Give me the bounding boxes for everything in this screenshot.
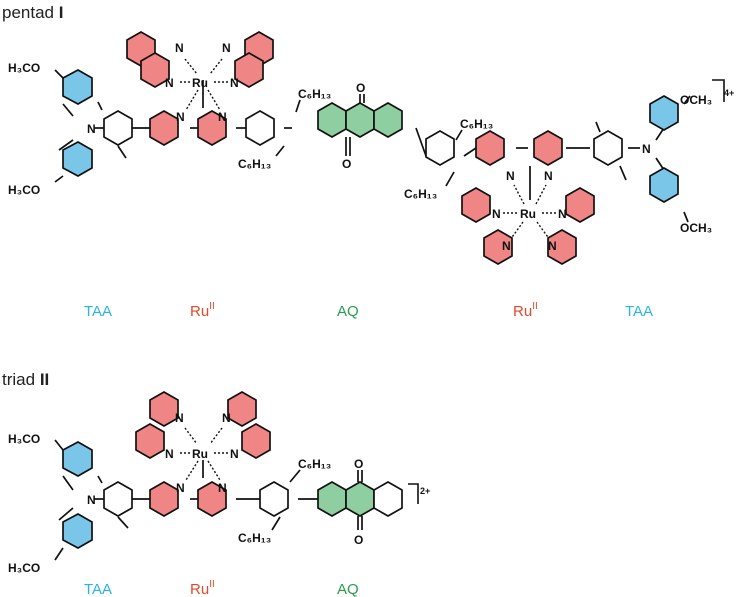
triad-coordination-bonds	[180, 427, 228, 481]
pentad-taa-right-nitrogen: N	[642, 142, 651, 156]
triad-ru-bpy-bottom-right	[197, 481, 227, 517]
pentad-aq-oxygen-top: O	[356, 81, 365, 95]
triad-aq-ring-left	[317, 481, 347, 517]
pentad-ru-left-n-left: N	[165, 76, 174, 90]
pentad-hexylphenyl-right	[425, 130, 455, 166]
triad-heading: triad II	[2, 370, 49, 389]
triad-charge-bracket	[408, 483, 419, 504]
triad-methoxy-bottom: H₃CO	[8, 561, 40, 575]
triad-ru-n-right: N	[230, 447, 239, 461]
pentad-ru-right-n-topleft: N	[506, 169, 515, 183]
pentad-aq-ring-right	[373, 102, 403, 138]
pentad-ru-right-n-right: N	[558, 207, 567, 221]
pentad-ru-right-n-topright: N	[544, 169, 553, 183]
pentad-number: I	[59, 3, 64, 22]
pentad-charge: 4+	[724, 88, 734, 98]
pentad-title: pentad	[2, 3, 54, 22]
pentad-structure: pentad I	[2, 3, 734, 320]
pentad-hexyl-3: C₆H₁₃	[460, 117, 493, 131]
pentad-ru-left-n-bottomright: N	[218, 110, 227, 124]
pentad-xylyl-right	[593, 130, 623, 166]
pentad-ru-left-atom: Ru	[192, 76, 208, 90]
pentad-label-aq: AQ	[337, 303, 359, 320]
pentad-coordination-bonds	[180, 58, 556, 241]
triad-ru-bpy-top-left	[149, 391, 179, 427]
pentad-taa-right-anisyl-bottom	[649, 167, 679, 203]
triad-ru-n-topright: N	[222, 411, 231, 425]
triad-ru-atom: Ru	[192, 447, 208, 461]
triad-xylyl	[103, 481, 133, 517]
triad-structure: triad II	[2, 370, 430, 597]
pentad-methoxy-left-top: H₃CO	[8, 61, 40, 75]
pentad-hexylphenyl-left	[245, 110, 275, 146]
pentad-ru-left-n-topleft: N	[175, 41, 184, 55]
pentad-methoxy-right-bottom: OCH₃	[680, 221, 712, 235]
triad-ru-n-topleft: N	[175, 411, 184, 425]
triad-ru-bpy-bottom-left	[149, 481, 179, 517]
triad-hexyl-1: C₆H₁₃	[298, 457, 331, 471]
pentad-taa-left-anisyl-top	[62, 69, 93, 105]
triad-aq-ring-mid	[345, 481, 375, 517]
triad-charge: 2+	[420, 486, 430, 496]
pentad-ru-right-n-bottomleft: N	[502, 239, 511, 253]
pentad-taa-left-anisyl-bottom	[62, 141, 93, 177]
pentad-xylyl-left	[103, 110, 133, 146]
pentad-taa-left-nitrogen: N	[87, 122, 96, 136]
triad-label-ru: RuII	[190, 579, 215, 597]
pentad-heading: pentad I	[2, 3, 63, 22]
pentad-ru-right-bpy-top-left	[475, 130, 505, 166]
triad-taa-anisyl-bottom	[62, 513, 93, 549]
triad-label-aq: AQ	[337, 581, 359, 597]
pentad-ru-right-n-left: N	[492, 207, 501, 221]
triad-ru-n-bottomleft: N	[176, 481, 185, 495]
triad-aq-ring-right	[373, 481, 403, 517]
pentad-charge-bracket	[712, 79, 725, 102]
pentad-methoxy-right-top: OCH₃	[680, 93, 712, 107]
pentad-ru-right-bpy-bottom-left	[483, 229, 513, 265]
pentad-label-taa-right: TAA	[625, 303, 653, 320]
triad-bonds	[54, 439, 318, 561]
pentad-ru-right-bpy-bottom-right	[547, 229, 577, 265]
triad-ru-n-left: N	[165, 447, 174, 461]
pentad-hexyl-2: C₆H₁₃	[238, 157, 271, 171]
triad-number: II	[40, 370, 49, 389]
pentad-label-taa-left: TAA	[84, 303, 112, 320]
pentad-ru-right-n-bottomright: N	[548, 239, 557, 253]
pentad-aq-ring-mid	[345, 102, 375, 138]
pentad-aq-ring-left	[317, 102, 347, 138]
pentad-ru-left-n-right: N	[230, 76, 239, 90]
triad-label-taa: TAA	[84, 581, 112, 597]
pentad-ru-right-bpy-mid-left	[461, 187, 491, 223]
triad-ru-n-bottomright: N	[218, 481, 227, 495]
pentad-ru-left-bpy-mid-right	[234, 52, 264, 88]
pentad-ru-left-bpy-mid-left	[140, 52, 170, 88]
triad-taa-anisyl-top	[62, 441, 93, 477]
pentad-hexyl-4: C₆H₁₃	[404, 187, 437, 201]
pentad-methoxy-left-bottom: H₃CO	[8, 183, 40, 197]
pentad-hexyl-1: C₆H₁₃	[298, 87, 331, 101]
triad-aq-oxygen-top: O	[354, 457, 363, 471]
pentad-ru-left-bpy-bottom-left	[149, 110, 179, 146]
triad-methoxy-top: H₃CO	[8, 432, 40, 446]
triad-ru-bpy-top-right	[227, 391, 257, 427]
pentad-ru-right-atom: Ru	[520, 207, 536, 221]
triad-taa-nitrogen: N	[87, 493, 96, 507]
triad-ru-bpy-mid-left	[135, 423, 165, 459]
pentad-ru-right-bpy-mid-right	[565, 187, 595, 223]
pentad-ru-right-bpy-top-right	[533, 130, 563, 166]
pentad-taa-right-anisyl-top	[649, 95, 679, 131]
pentad-ru-left-bpy-bottom-right	[197, 110, 227, 146]
triad-hexylphenyl	[259, 481, 289, 517]
pentad-label-ru-left: RuII	[190, 301, 215, 320]
triad-hexyl-2: C₆H₁₃	[238, 531, 271, 545]
pentad-label-ru-right: RuII	[513, 301, 538, 320]
triad-aq-oxygen-bottom: O	[354, 533, 363, 547]
pentad-aq-oxygen-bottom: O	[342, 157, 351, 171]
pentad-ru-left-n-topright: N	[222, 41, 231, 55]
pentad-ru-left-n-bottomleft: N	[176, 110, 185, 124]
triad-ru-bpy-mid-right	[241, 423, 271, 459]
triad-title: triad	[2, 370, 35, 389]
